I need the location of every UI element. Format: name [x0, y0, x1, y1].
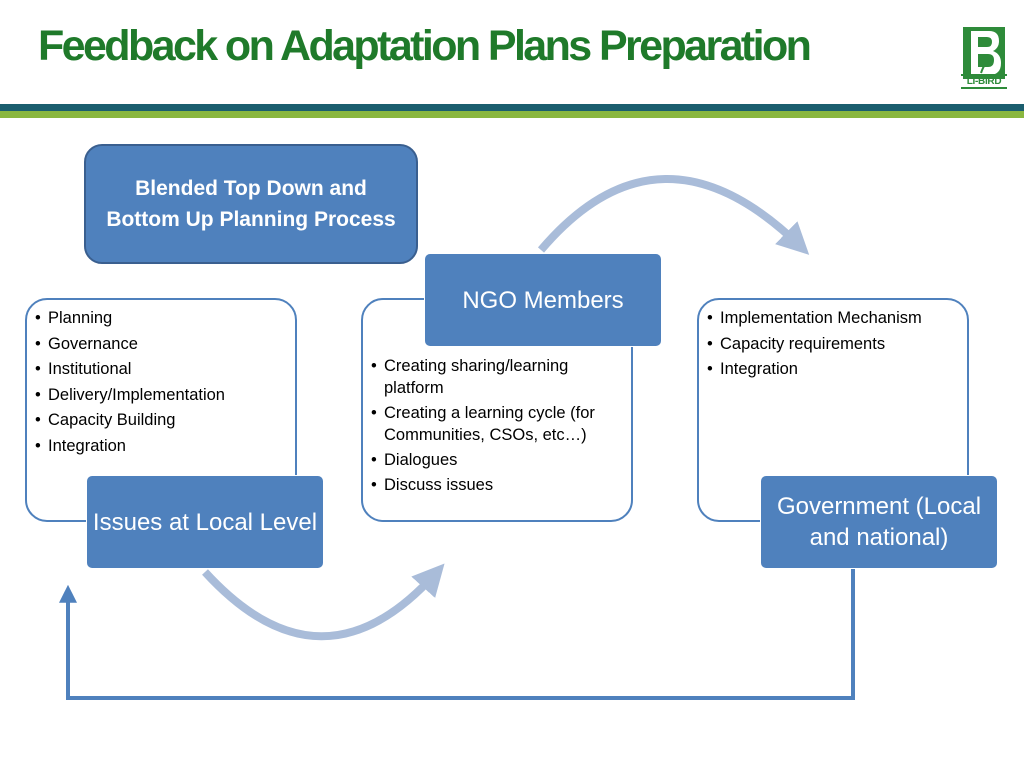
list-item: Integration — [34, 436, 289, 457]
local-issues-list: Planning Governance Institutional Delive… — [34, 308, 289, 461]
list-item: Delivery/Implementation — [34, 385, 289, 406]
list-item: Capacity Building — [34, 410, 289, 431]
list-item: Planning — [34, 308, 289, 329]
header-band-dark — [0, 104, 1024, 111]
government-list: Implementation Mechanism Capacity requir… — [706, 308, 961, 385]
arrow-local-to-ngo — [202, 563, 445, 641]
list-item: Discuss issues — [370, 474, 622, 496]
list-item: Creating a learning cycle (for Communiti… — [370, 402, 622, 446]
blended-planning-box: Blended Top Down and Bottom Up Planning … — [84, 144, 418, 264]
list-item: Institutional — [34, 359, 289, 380]
list-item: Dialogues — [370, 449, 622, 471]
list-item: Implementation Mechanism — [706, 308, 961, 329]
list-item: Capacity requirements — [706, 334, 961, 355]
logo-label: LI-BIRD — [961, 74, 1007, 89]
arrow-ngo-to-government — [537, 175, 810, 255]
ngo-members-list: Creating sharing/learning platform Creat… — [370, 355, 622, 499]
list-item: Governance — [34, 334, 289, 355]
li-bird-logo-icon — [963, 27, 1005, 79]
list-item: Integration — [706, 359, 961, 380]
government-node: Government (Local and national) — [760, 475, 998, 569]
ngo-members-node: NGO Members — [424, 253, 662, 347]
arrow-government-to-local — [59, 569, 855, 700]
header-band-green — [0, 111, 1024, 118]
list-item: Creating sharing/learning platform — [370, 355, 622, 399]
page-title: Feedback on Adaptation Plans Preparation — [38, 22, 812, 70]
issues-at-local-level-node: Issues at Local Level — [86, 475, 324, 569]
